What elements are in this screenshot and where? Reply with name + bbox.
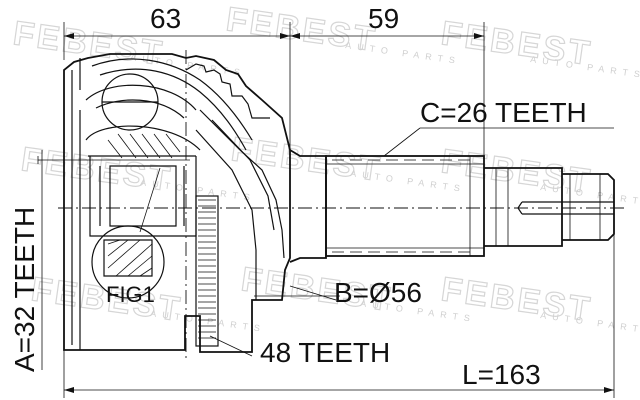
detail-circle [91,225,165,299]
total-length-label: L=163 [462,359,541,390]
arrow-head [64,33,74,39]
abs-ring-label: 48 TEETH [260,337,390,368]
stub-shaft: C=26 TEETH [289,97,615,263]
arrow-head [290,33,300,39]
abs-ring: 48 TEETH [195,195,390,368]
abs-leader [209,335,253,357]
watermark-logo: FEBEST [11,14,167,73]
spline-section [325,155,485,257]
seal-leader [289,285,337,301]
inner-spline-callout: A=32 TEETH [9,150,190,372]
arrow-head [604,387,614,393]
fig1-label: FIG1 [106,282,155,307]
seal-diameter-label: B=Ø56 [334,277,422,308]
dimension-63-label: 63 [150,3,181,34]
dimension-59-label: 59 [368,3,399,34]
arrow-head [280,33,290,39]
housing-outline [63,53,291,353]
arrow-head [474,33,484,39]
spline-leader [383,127,421,157]
dimension-top: 63 59 [63,3,485,170]
leader-line [139,167,161,233]
seal-callout: B=Ø56 [254,277,422,308]
fig1-detail: FIG1 [91,167,165,307]
dimension-bottom: L=163 [63,210,615,398]
joint-housing [63,53,291,353]
arrow-head [64,387,74,393]
inner-spline-label: A=32 TEETH [9,207,40,372]
outer-spline-label: C=26 TEETH [420,97,587,128]
